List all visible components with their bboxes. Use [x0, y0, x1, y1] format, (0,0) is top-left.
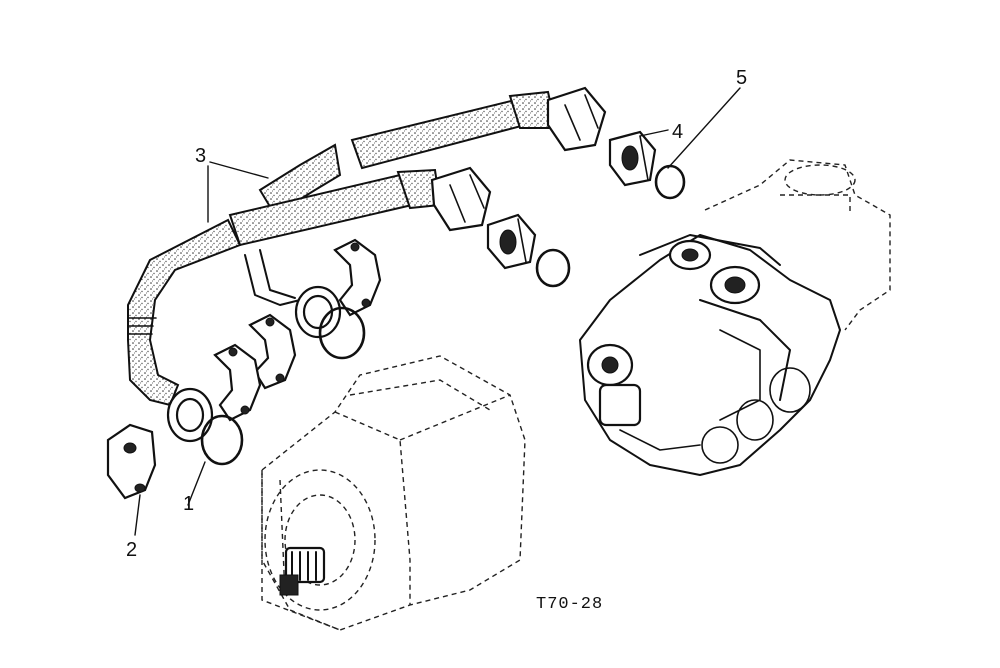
o-ring-upper-adapter: [654, 164, 686, 200]
pump-housing-outline: [261, 355, 526, 631]
leader-lines: [134, 87, 741, 536]
adapter-fitting-upper: [608, 130, 657, 187]
upper-pipe: [258, 86, 607, 217]
o-ring-lower-adapter: [535, 248, 571, 288]
pipe-flange-bracket: [244, 249, 301, 306]
callout-2: 2: [126, 539, 137, 561]
callout-3: 3: [195, 145, 206, 167]
flange-plate-lower: [166, 387, 214, 443]
callout-4: 4: [672, 121, 683, 143]
callout-5: 5: [736, 67, 747, 89]
split-clamp-half: [106, 423, 157, 500]
callout-1: 1: [183, 493, 194, 515]
figure-code: T70-28: [536, 595, 603, 614]
flange-clamp-upper: [333, 238, 382, 317]
flange-plate-upper: [294, 285, 342, 339]
flange-clamp-middle: [248, 313, 297, 390]
flange-clamp-lower: [213, 343, 262, 422]
lower-pipe: [127, 166, 492, 407]
adapter-fitting-lower: [486, 213, 537, 270]
o-ring-lower-flange: [200, 414, 244, 466]
pump-drive-shaft: [279, 546, 326, 596]
control-valve-block: [579, 159, 891, 476]
o-ring-upper-flange: [318, 306, 366, 360]
